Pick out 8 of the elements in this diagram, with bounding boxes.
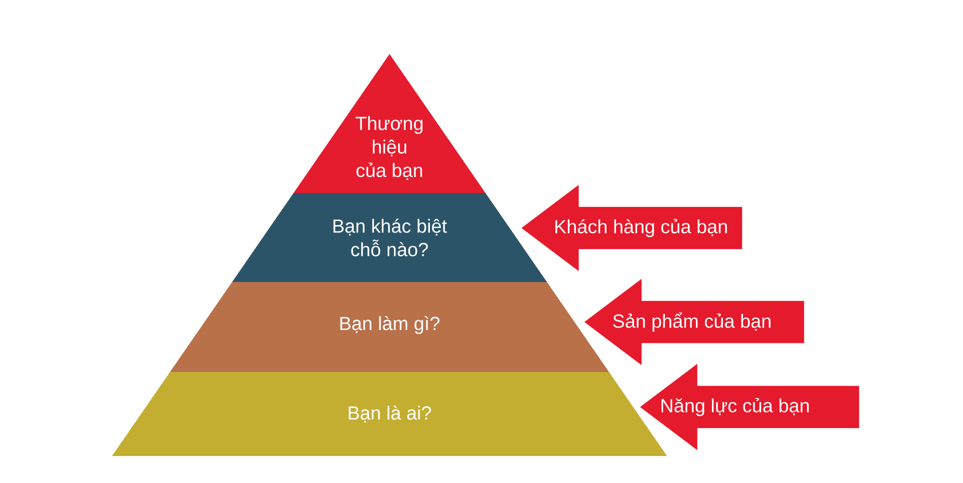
- pyramid-tier: Bạn làm gì?: [170, 282, 610, 372]
- edge-label: Khách hàng của bạn: [555, 218, 727, 238]
- block-arrow: [584, 278, 804, 366]
- edge-label: Sản phẩm của bạn: [613, 312, 770, 332]
- block-arrow: [640, 364, 860, 450]
- pyramid-tier: Thương hiệu của bạn: [294, 54, 486, 193]
- pyramid-tier: Bạn khác biệt chỗ nào?: [232, 193, 547, 282]
- block-arrow: [522, 184, 742, 272]
